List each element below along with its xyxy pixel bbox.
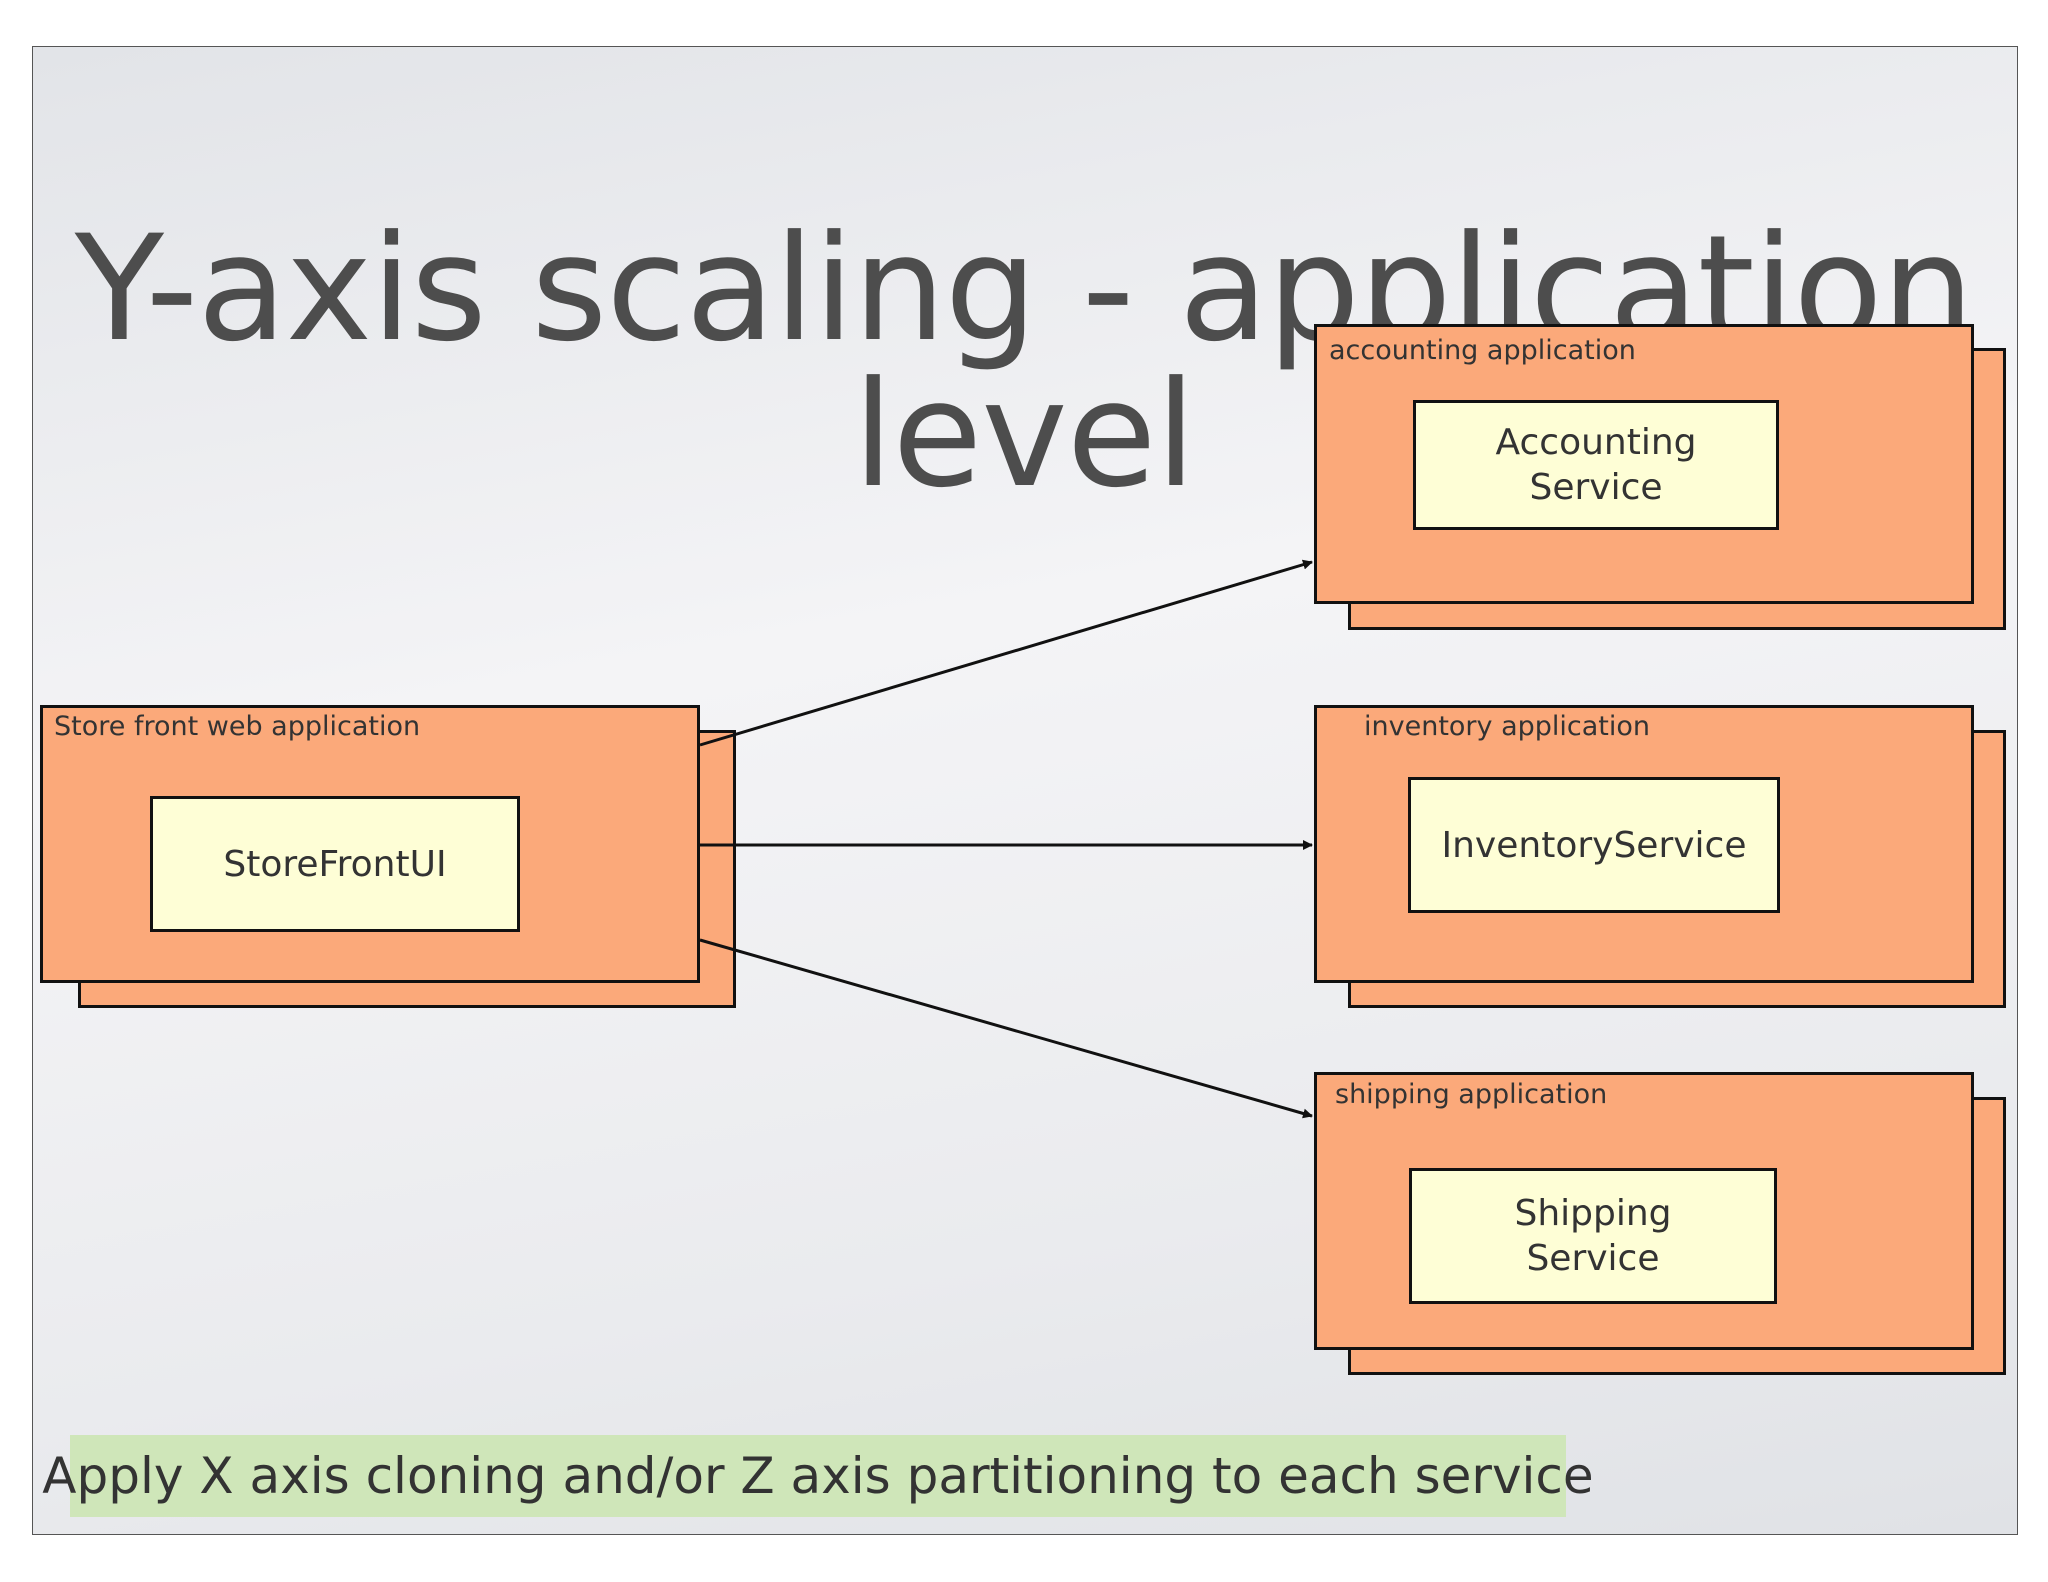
footer-callout: Apply X axis cloning and/or Z axis parti… <box>42 1435 1594 1517</box>
inventory-app-label: inventory application <box>1364 711 1651 742</box>
slide-title: Y-axis scaling - application level <box>74 203 1974 520</box>
storefront-ui-label: StoreFrontUI <box>223 843 447 885</box>
store-front-app-label: Store front web application <box>54 711 421 742</box>
inventory-service-label: InventoryService <box>1441 824 1747 866</box>
shipping-app-label: shipping application <box>1335 1079 1608 1110</box>
shipping-service-label: Shipping Service <box>1514 1193 1672 1279</box>
arrow-to-accounting <box>699 559 1313 747</box>
accounting-service-label: Accounting Service <box>1495 422 1697 508</box>
accounting-service: Accounting Service <box>1413 400 1779 530</box>
arrow-to-shipping <box>699 938 1313 1119</box>
storefront-ui-service: StoreFrontUI <box>150 796 520 932</box>
accounting-app-label: accounting application <box>1329 335 1636 366</box>
shipping-service: Shipping Service <box>1409 1168 1777 1304</box>
inventory-service: InventoryService <box>1408 777 1780 913</box>
